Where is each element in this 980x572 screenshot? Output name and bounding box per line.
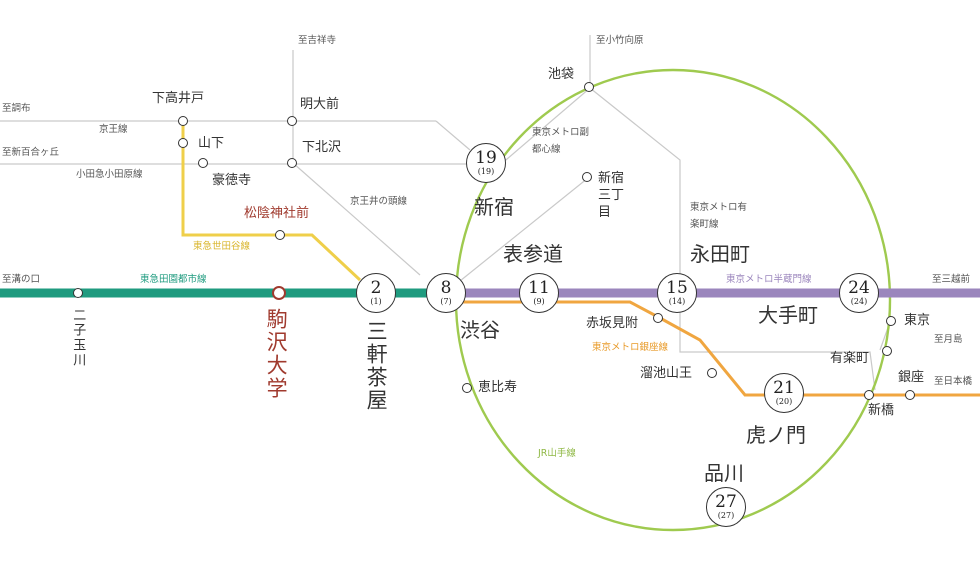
fukutoshin-line-a — [499, 87, 591, 166]
station-node-komazawa — [272, 286, 286, 300]
keio-line-end — [435, 120, 471, 151]
station-node-ebisu — [462, 383, 472, 393]
station-shinjuku: 新宿 — [474, 195, 514, 219]
fukutoshin-line-b — [454, 177, 589, 286]
inokashira-line — [292, 162, 421, 276]
line-label-yamanote: JR山手線 — [538, 448, 576, 459]
line-label-setagaya: 東急世田谷線 — [193, 241, 251, 252]
station-node-shinjuku-sanchome — [582, 172, 592, 182]
ginza-line — [440, 300, 980, 397]
station-toranomon: 虎ノ門 — [746, 423, 806, 447]
station-yurakucho: 有楽町 — [830, 351, 870, 366]
station-node-tameikesanno — [707, 368, 717, 378]
station-nagatacho: 永田町 — [690, 242, 750, 266]
station-futakotamagawa: 二子玉川 — [70, 308, 86, 368]
time-circle-shinagawa: 27(27) — [706, 487, 746, 527]
station-shimotakaido: 下高井戸 — [152, 91, 205, 106]
station-node-tokyo — [886, 316, 896, 326]
station-ebisu: 恵比寿 — [478, 380, 518, 395]
station-yamashita: 山下 — [198, 136, 225, 151]
time-circle-shibuya: 8(7) — [426, 273, 466, 313]
station-tameikesanno: 溜池山王 — [640, 366, 693, 381]
line-label-fukutoshin: 東京メトロ副都心線 — [532, 127, 590, 155]
line-label-keio: 京王線 — [99, 124, 128, 135]
station-tokyo: 東京 — [904, 313, 931, 328]
station-shoinjinja: 松陰神社前 — [244, 206, 310, 221]
time-circle-shinjuku: 19(19) — [466, 143, 506, 183]
station-akasakamitsuke: 赤坂見附 — [586, 316, 639, 331]
station-node-shimbashi — [864, 390, 874, 400]
station-ginza: 銀座 — [898, 370, 925, 385]
station-shimokitazawa: 下北沢 — [302, 140, 342, 155]
dir-mitsukoshimae: 至三越前 — [932, 274, 971, 285]
station-otemachi: 大手町 — [758, 303, 818, 327]
yurakucho-line — [589, 87, 876, 391]
station-node-futakotamagawa — [73, 288, 83, 298]
dir-chofu: 至調布 — [2, 103, 31, 114]
line-label-yurakucho: 東京メトロ有楽町線 — [690, 202, 748, 230]
line-label-odakyu: 小田急小田原線 — [76, 169, 143, 180]
time-circle-otemachi: 24(24) — [839, 273, 879, 313]
station-komazawa: 駒沢大学 — [264, 308, 289, 400]
station-node-ikebukuro — [584, 82, 594, 92]
station-gotokuji: 豪徳寺 — [212, 173, 252, 188]
dir-nihonbashi: 至日本橋 — [934, 376, 973, 387]
station-node-ginza — [905, 390, 915, 400]
time-circle-toranomon: 21(20) — [764, 373, 804, 413]
time-circle-omotesando: 11(9) — [519, 273, 559, 313]
dir-mizonokuchi: 至溝の口 — [2, 274, 41, 285]
station-shimbashi: 新橋 — [868, 403, 895, 418]
time-circle-nagatacho: 15(14) — [657, 273, 697, 313]
station-omotesando: 表参道 — [503, 242, 563, 266]
dir-shinyurigaoka: 至新百合ヶ丘 — [2, 147, 60, 158]
line-label-inokashira: 京王井の頭線 — [350, 196, 408, 207]
station-node-meidaimae — [287, 116, 297, 126]
station-meidaimae: 明大前 — [300, 97, 340, 112]
dir-kichijoji: 至吉祥寺 — [298, 35, 337, 46]
station-node-yamashita — [178, 138, 188, 148]
setagaya-line — [181, 122, 362, 282]
dir-tsukishima: 至月島 — [934, 334, 963, 345]
time-circle-sangenjaya: 2(1) — [356, 273, 396, 313]
station-sangenjaya: 三軒茶屋 — [364, 320, 389, 412]
station-shibuya: 渋谷 — [460, 318, 500, 342]
station-ikebukuro: 池袋 — [548, 67, 575, 82]
station-node-shoinjinja — [275, 230, 285, 240]
station-node-akasakamitsuke — [653, 313, 663, 323]
station-shinjuku-sanchome: 新宿三丁目 — [598, 171, 625, 220]
station-node-yurakucho — [882, 346, 892, 356]
line-label-ginza: 東京メトロ銀座線 — [592, 342, 669, 353]
dir-kotakemukaihara: 至小竹向原 — [596, 35, 644, 46]
station-shinagawa: 品川 — [704, 461, 744, 485]
station-node-shimokitazawa — [287, 158, 297, 168]
line-label-denentoshi: 東急田園都市線 — [140, 274, 207, 285]
line-label-hanzomon: 東京メトロ半蔵門線 — [726, 274, 812, 285]
station-node-shimotakaido — [178, 116, 188, 126]
thin-lines — [0, 35, 891, 391]
station-node-gotokuji — [198, 158, 208, 168]
